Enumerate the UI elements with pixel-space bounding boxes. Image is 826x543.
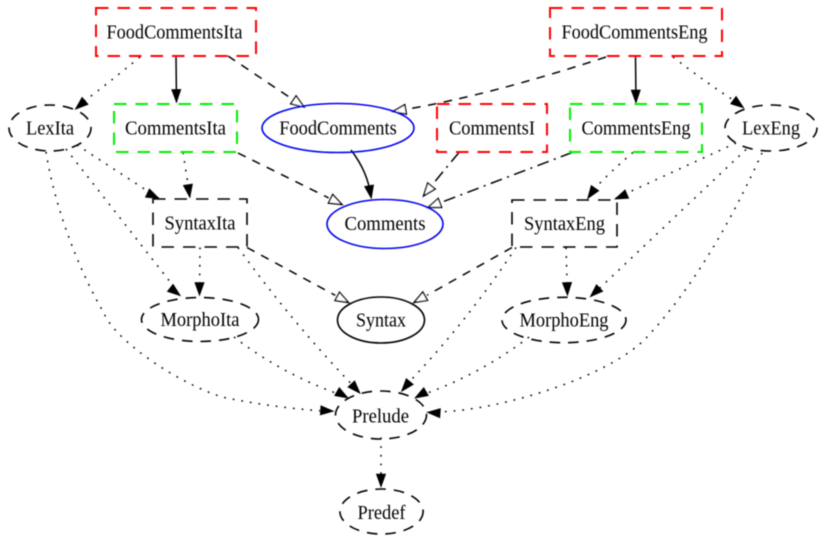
svg-text:MorphoIta: MorphoIta — [161, 309, 240, 331]
svg-text:CommentsEng: CommentsEng — [582, 118, 691, 140]
svg-text:LexIta: LexIta — [26, 118, 74, 140]
svg-text:MorphoEng: MorphoEng — [520, 310, 609, 332]
svg-text:CommentsIta: CommentsIta — [125, 118, 226, 140]
svg-text:SyntaxEng: SyntaxEng — [524, 213, 605, 235]
svg-text:CommentsI: CommentsI — [449, 118, 535, 140]
svg-text:FoodComments: FoodComments — [279, 118, 397, 140]
svg-text:Syntax: Syntax — [356, 309, 406, 331]
svg-text:FoodCommentsEng: FoodCommentsEng — [562, 22, 708, 44]
svg-text:Predef: Predef — [358, 502, 406, 524]
svg-text:LexEng: LexEng — [742, 118, 800, 140]
svg-text:Prelude: Prelude — [352, 406, 409, 428]
svg-text:SyntaxIta: SyntaxIta — [165, 213, 236, 235]
svg-text:FoodCommentsIta: FoodCommentsIta — [107, 22, 243, 44]
svg-text:Comments: Comments — [345, 213, 426, 235]
